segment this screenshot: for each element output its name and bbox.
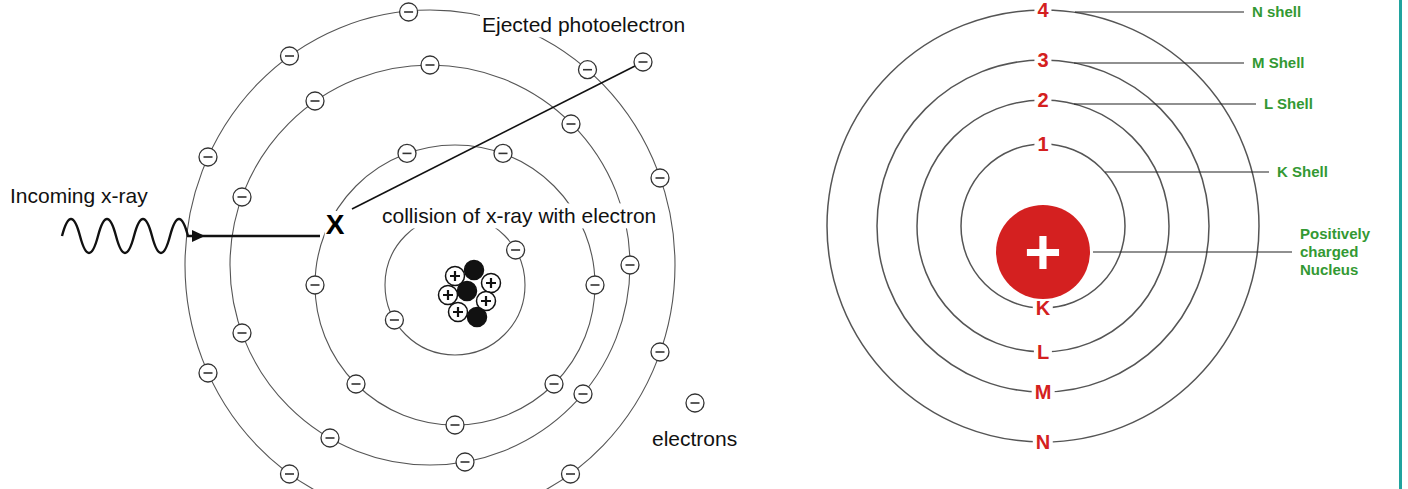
label-text: M Shell — [1250, 54, 1307, 72]
electron — [507, 241, 525, 259]
label-text: Incoming x-ray — [8, 183, 150, 208]
electron — [574, 385, 592, 403]
shell-number: 3 — [1034, 50, 1051, 70]
proton — [449, 303, 468, 322]
electron — [281, 47, 299, 65]
electron — [321, 429, 339, 447]
label-text: X — [325, 211, 346, 239]
electrons — [199, 3, 669, 483]
legend-text: electrons — [650, 426, 739, 451]
leader-lines — [1074, 12, 1292, 252]
shell-number: 2 — [1034, 90, 1051, 110]
annotation-label: collision of x-ray with electron — [380, 203, 658, 228]
border-bar — [1399, 0, 1402, 489]
shell-rings — [827, 10, 1259, 442]
electron — [579, 61, 597, 79]
electron — [446, 416, 464, 434]
electron — [398, 144, 416, 162]
shell-ring — [917, 100, 1169, 352]
electron — [233, 324, 251, 342]
electron — [347, 375, 365, 393]
photoelectron — [634, 53, 652, 71]
label-text: K — [1033, 298, 1053, 318]
electron — [545, 375, 563, 393]
shell-letter: N — [1033, 432, 1053, 452]
label-text: N — [1033, 432, 1053, 452]
nucleus-circle: + — [995, 204, 1091, 300]
electron — [651, 169, 669, 187]
shell-letter: L — [1034, 342, 1052, 362]
shell-name: N shell — [1250, 3, 1303, 21]
electron — [456, 453, 474, 471]
electron — [651, 343, 669, 361]
shell-name: K Shell — [1275, 163, 1330, 181]
orbit — [385, 215, 525, 355]
proton — [482, 274, 501, 293]
annotation-label: Ejected photoelectron — [480, 12, 687, 37]
label-text: Positively charged Nucleus — [1298, 225, 1390, 279]
annotation-label: Incoming x-ray — [8, 183, 150, 208]
leader-line — [1074, 103, 1256, 104]
electron — [281, 465, 299, 483]
legend-entry: electrons — [650, 392, 739, 451]
label-text: M — [1032, 382, 1055, 402]
electron — [562, 115, 580, 133]
atom-nucleus — [439, 261, 501, 327]
electron-symbol — [684, 392, 706, 414]
leader-line — [1074, 62, 1244, 63]
shell-ring — [961, 144, 1125, 308]
electron — [306, 276, 324, 294]
electron — [306, 92, 324, 110]
orbit — [185, 10, 675, 489]
leader-line — [1075, 11, 1244, 12]
photoelectron-path — [352, 66, 635, 209]
label-text: 3 — [1034, 50, 1051, 70]
nucleus-sign: + — [1024, 220, 1061, 284]
nucleus-label: Positively charged Nucleus — [1298, 225, 1390, 279]
electron — [586, 276, 604, 294]
label-text: collision of x-ray with electron — [380, 203, 658, 228]
arrow-head — [192, 230, 205, 242]
label-text: K Shell — [1275, 163, 1330, 181]
electron — [400, 3, 418, 21]
label-text: Ejected photoelectron — [480, 12, 687, 37]
electron — [494, 144, 512, 162]
electron — [421, 56, 439, 74]
neutron — [465, 261, 484, 280]
neutron — [468, 308, 487, 327]
orbit — [230, 65, 630, 465]
label-text: 2 — [1034, 90, 1051, 110]
shell-number: 4 — [1034, 0, 1051, 20]
orbit — [315, 145, 595, 425]
collision-mark: X — [325, 211, 346, 239]
xray-wave — [62, 219, 320, 253]
proton — [439, 286, 458, 305]
neutron — [458, 282, 477, 301]
shell-name: M Shell — [1250, 54, 1307, 72]
electron — [621, 256, 639, 274]
label-text: 4 — [1034, 0, 1051, 20]
electron — [233, 188, 251, 206]
shell-letter: M — [1032, 382, 1055, 402]
electron — [199, 148, 217, 166]
electron-orbits — [185, 10, 675, 489]
electron — [562, 465, 580, 483]
shell-ring — [877, 60, 1209, 392]
label-text: N shell — [1250, 3, 1303, 21]
shell-letter: K — [1033, 298, 1053, 318]
nucleus-fill — [996, 205, 1090, 299]
label-text: L Shell — [1262, 95, 1315, 113]
label-text: L — [1034, 342, 1052, 362]
electron — [199, 364, 217, 382]
leader-line — [1105, 171, 1269, 172]
electron — [385, 311, 403, 329]
shell-ring — [827, 10, 1259, 442]
shell-name: L Shell — [1262, 95, 1315, 113]
leader-line — [1093, 251, 1292, 252]
shell-number: 1 — [1034, 134, 1051, 154]
label-text: 1 — [1034, 134, 1051, 154]
